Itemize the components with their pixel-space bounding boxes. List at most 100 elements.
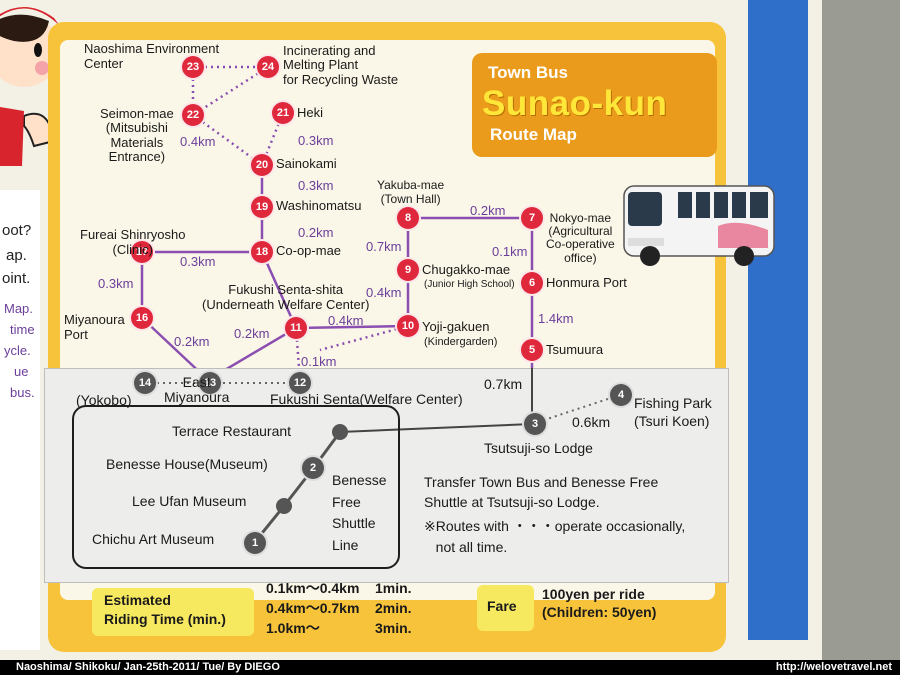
shuttle-lee-ufan-label: Lee Ufan Museum <box>132 493 247 509</box>
stop-11-marker[interactable]: 11 <box>285 317 307 339</box>
shuttle-stop-2-marker[interactable]: 2 <box>302 457 324 479</box>
riding-time-label: Estimated Riding Time (min.) <box>104 592 226 627</box>
stop-16-label: Miyanoura Port <box>64 312 125 342</box>
stop-20-label: Sainokami <box>276 156 337 171</box>
riding-time-range: 0.1km～0.4km <box>266 580 360 596</box>
shuttle-benesse-house-label: Benesse House(Museum) <box>106 456 268 472</box>
stop-18-marker[interactable]: 18 <box>251 241 273 263</box>
riding-time-value: 3min. <box>375 620 412 636</box>
distance-label: 0.2km <box>234 326 270 341</box>
stop-3-marker[interactable]: 3 <box>524 413 546 435</box>
distance-label: 0.3km <box>298 133 334 148</box>
photo-footer: Naoshima/ Shikoku/ Jan-25th-2011/ Tue/ B… <box>0 660 900 675</box>
stop-6-label: Honmura Port <box>546 275 627 290</box>
stop-22-marker[interactable]: 22 <box>182 104 204 126</box>
transfer-note: Transfer Town Bus and Benesse Free Shutt… <box>424 474 659 511</box>
stop-18-label: Co-op-mae <box>276 243 342 258</box>
stop-10-sublabel: (Kindergarden) <box>424 336 498 348</box>
title-box <box>472 53 717 157</box>
distance-label: 1.4km <box>538 311 574 326</box>
stop-4-marker[interactable]: 4 <box>610 384 632 406</box>
stop-21-marker[interactable]: 21 <box>272 102 294 124</box>
stop-21-label: Heki <box>297 105 324 120</box>
distance-label: 0.7km <box>484 376 523 392</box>
left-margin-line: ue <box>14 364 29 379</box>
distance-label: 0.2km <box>174 334 210 349</box>
shuttle-line-label: Benesse Free Shuttle Line <box>332 472 387 554</box>
stop-17-label: Fureai Shinryosho (Clinic) <box>80 227 186 257</box>
stop-24-marker[interactable]: 24 <box>257 56 279 78</box>
left-margin-line: oot? <box>2 222 32 239</box>
shuttle-box <box>72 405 400 569</box>
stop-9-sublabel: (Junior High School) <box>424 279 515 290</box>
distance-label: 0.2km <box>470 203 506 218</box>
distance-label: 0.4km <box>328 313 364 328</box>
stop-8-marker[interactable]: 8 <box>397 207 419 229</box>
left-margin-line: ycle. <box>4 343 31 358</box>
stop-9-label: Chugakko-mae <box>422 262 511 277</box>
left-margin-line: oint. <box>2 270 31 287</box>
left-margin-line: bus. <box>10 385 35 400</box>
distance-label: 0.3km <box>98 276 134 291</box>
stop-16-marker[interactable]: 16 <box>131 307 153 329</box>
fishing-park-label: Fishing Park (Tsuri Koen) <box>634 395 712 429</box>
distance-label: 0.7km <box>366 239 402 254</box>
footer-caption: Naoshima/ Shikoku/ Jan-25th-2011/ Tue/ B… <box>16 661 280 673</box>
stop-12-marker[interactable]: 12 <box>289 372 311 394</box>
riding-time-range: 0.4km～0.7km <box>266 600 360 616</box>
stop-8-label: Yakuba-mae (Town Hall) <box>377 178 445 206</box>
riding-time-value: 1min. <box>375 580 412 596</box>
stop-5-marker[interactable]: 5 <box>521 339 543 361</box>
stop-6-marker[interactable]: 6 <box>521 272 543 294</box>
stop-23-marker[interactable]: 23 <box>182 56 204 78</box>
left-margin-line: time <box>10 322 35 337</box>
stop-9-marker[interactable]: 9 <box>397 259 419 281</box>
stop-5-label: Tsumuura <box>546 342 604 357</box>
shuttle-terrace-label: Terrace Restaurant <box>172 423 292 439</box>
tsutsujiso-label: Tsutsuji-so Lodge <box>484 440 593 456</box>
shuttle-stop-1-marker[interactable]: 1 <box>244 532 266 554</box>
stop-7-marker[interactable]: 7 <box>521 207 543 229</box>
shuttle-chichu-label: Chichu Art Museum <box>92 531 215 547</box>
blue-page-edge <box>748 0 808 640</box>
stop-11-label: Fukushi Senta-shita (Underneath Welfare … <box>202 282 370 312</box>
left-margin-line: ap. <box>6 247 27 264</box>
east-miyanoura-label: East Miyanoura <box>164 374 230 406</box>
stop-17-marker[interactable]: 17 <box>131 241 153 263</box>
distance-label: 0.1km <box>301 354 337 369</box>
fukushi-senta-label: Fukushi Senta(Welfare Center) <box>270 391 463 407</box>
distance-label: 0.6km <box>572 414 611 430</box>
stop-14-marker[interactable]: 14 <box>134 372 156 394</box>
stop-23-label: Naoshima Environment Center <box>84 41 220 71</box>
title-town-bus: Town Bus <box>488 63 568 82</box>
fare-box <box>477 585 534 631</box>
stop-20-marker[interactable]: 20 <box>251 154 273 176</box>
stop-7-label: Nokyo-mae (Agricultural Co-operative off… <box>546 211 615 265</box>
title-route-map: Route Map <box>490 125 577 144</box>
riding-time-value: 2min. <box>375 600 412 616</box>
fare-label: Fare <box>487 598 517 614</box>
footer-url: http://welovetravel.net <box>775 661 892 673</box>
stop-13-marker[interactable]: 13 <box>199 372 221 394</box>
fare-text: 100yen per ride (Children: 50yen) <box>542 586 657 621</box>
distance-label: 0.4km <box>180 134 216 149</box>
stop-24-label: Incinerating and Melting Plant for Recyc… <box>283 43 399 87</box>
stop-19-label: Washinomatsu <box>276 198 362 213</box>
stop-10-label: Yoji-gakuen <box>422 319 490 334</box>
distance-label: 0.2km <box>298 225 334 240</box>
stop-10-marker[interactable]: 10 <box>397 315 419 337</box>
mascot-character <box>0 7 60 166</box>
bus-illustration <box>623 185 775 266</box>
left-margin-text <box>0 190 40 650</box>
distance-label: 0.1km <box>492 244 528 259</box>
distance-label: 0.3km <box>298 178 334 193</box>
stop-22-label: Seimon-mae (Mitsubishi Materials Entranc… <box>100 106 174 164</box>
yokobo-label: (Yokobo) <box>76 392 132 408</box>
distance-label: 0.3km <box>180 254 216 269</box>
distance-label: 0.4km <box>366 285 402 300</box>
title-sunao-kun: Sunao-kun <box>482 84 668 123</box>
riding-time-box <box>92 588 254 636</box>
stop-19-marker[interactable]: 19 <box>251 196 273 218</box>
left-margin-line: Map. <box>4 301 33 316</box>
riding-time-range: 1.0km～ <box>266 620 320 636</box>
